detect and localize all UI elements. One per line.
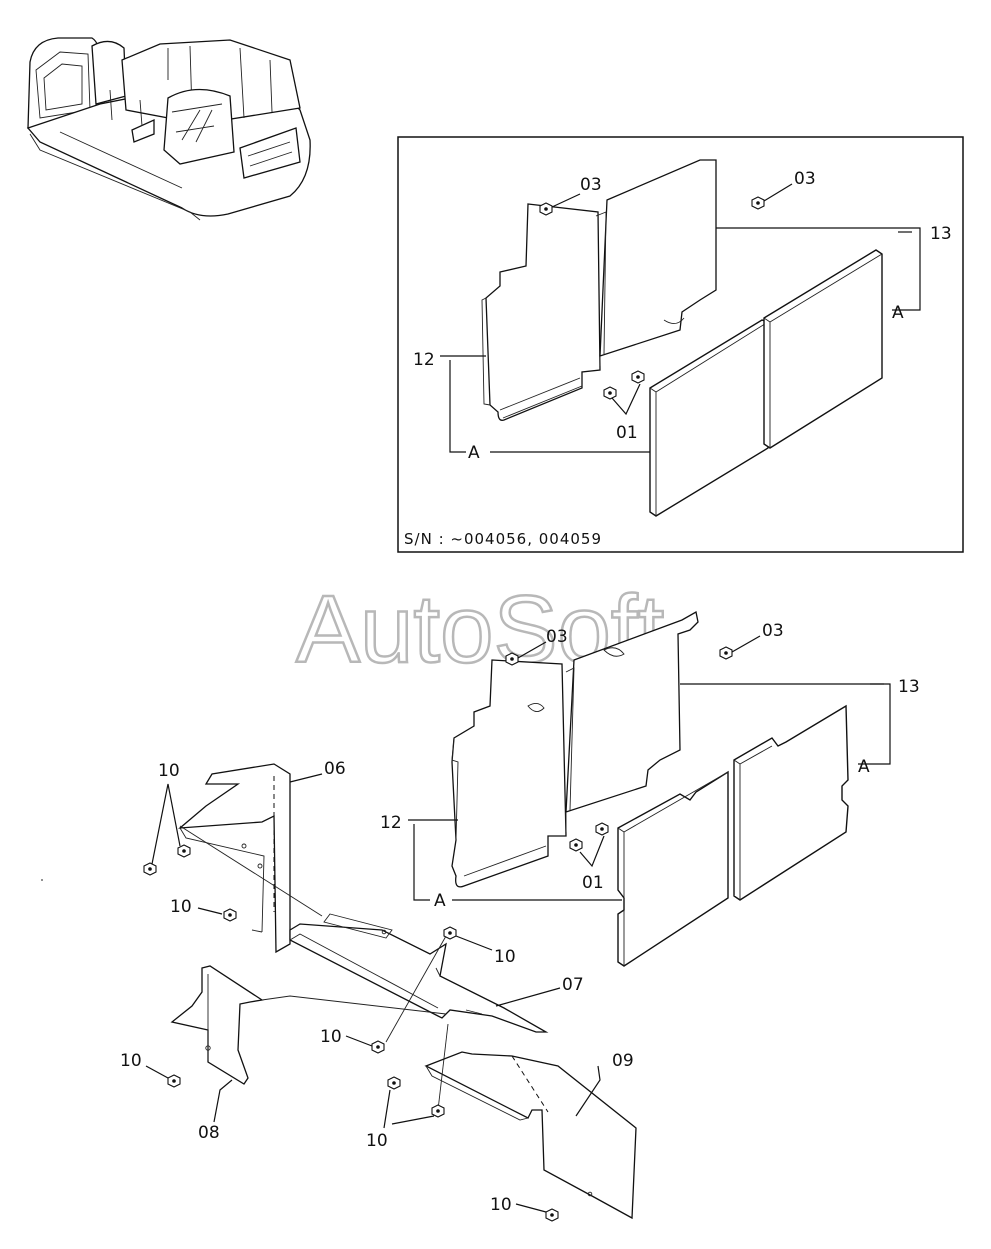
inset-bolt-icon bbox=[539, 196, 765, 400]
bracket-connector-lines bbox=[179, 825, 449, 1111]
inset-cover-left bbox=[481, 203, 601, 421]
main-cover-left bbox=[451, 659, 567, 888]
inset-leader-lines bbox=[440, 183, 921, 453]
inset-callout-03-left: 03 bbox=[580, 175, 602, 195]
bracket-06 bbox=[178, 763, 291, 954]
plate-07 bbox=[289, 913, 549, 1033]
lower-leader-lines bbox=[145, 773, 601, 1213]
serial-inset-frame bbox=[397, 136, 964, 553]
main-leader-lines bbox=[408, 635, 891, 901]
excavator-overview-icon bbox=[26, 37, 311, 221]
bracket-08 bbox=[170, 965, 447, 1085]
callout-10-top-pair: 10 bbox=[158, 761, 180, 781]
inset-callout-12: 12 bbox=[413, 350, 435, 370]
lower-callouts: 10 06 10 10 07 10 10 08 09 10 10 bbox=[120, 759, 634, 1215]
callout-09: 09 bbox=[612, 1051, 634, 1071]
inset-cover-right bbox=[595, 159, 717, 366]
callout-10-bottom-right: 10 bbox=[490, 1195, 512, 1215]
main-bolt-icon bbox=[505, 646, 733, 852]
callout-10-lower-center: 10 bbox=[320, 1027, 342, 1047]
scan-speck bbox=[41, 879, 43, 881]
callout-10-bottom-pair: 10 bbox=[366, 1131, 388, 1151]
callout-07: 07 bbox=[562, 975, 584, 995]
main-callout-03-right: 03 bbox=[762, 621, 784, 641]
main-callout-01: 01 bbox=[582, 873, 604, 893]
main-callout-a-left: A bbox=[434, 891, 446, 911]
inset-callout-03-right: 03 bbox=[794, 169, 816, 189]
serial-number-label: S/N : ~004056, 004059 bbox=[404, 530, 602, 548]
callout-08: 08 bbox=[198, 1123, 220, 1143]
main-callout-a-right: A bbox=[858, 757, 870, 777]
lower-bolt-icon bbox=[143, 844, 559, 1222]
main-callout-13: 13 bbox=[898, 677, 920, 697]
inset-callout-01: 01 bbox=[616, 423, 638, 443]
callout-06: 06 bbox=[324, 759, 346, 779]
callout-10-left-low: 10 bbox=[120, 1051, 142, 1071]
plate-09 bbox=[424, 1051, 637, 1220]
inset-callouts: 03 03 13 A 12 A 01 S/N : ~004056, 004059 bbox=[404, 169, 952, 548]
main-cover-right bbox=[565, 610, 699, 832]
callout-10-left-mid: 10 bbox=[170, 897, 192, 917]
inset-pad-front bbox=[649, 319, 769, 517]
main-pad-front bbox=[617, 770, 729, 967]
inset-callout-a-left: A bbox=[468, 443, 480, 463]
main-pad-back bbox=[733, 704, 849, 901]
main-callout-03-left: 03 bbox=[546, 627, 568, 647]
main-callout-12: 12 bbox=[380, 813, 402, 833]
inset-callout-a-right: A bbox=[892, 303, 904, 323]
main-callouts: 03 03 13 A 12 A 01 bbox=[380, 621, 920, 911]
inset-callout-13: 13 bbox=[930, 224, 952, 244]
inset-pad-back bbox=[763, 249, 883, 449]
callout-10-center: 10 bbox=[494, 947, 516, 967]
